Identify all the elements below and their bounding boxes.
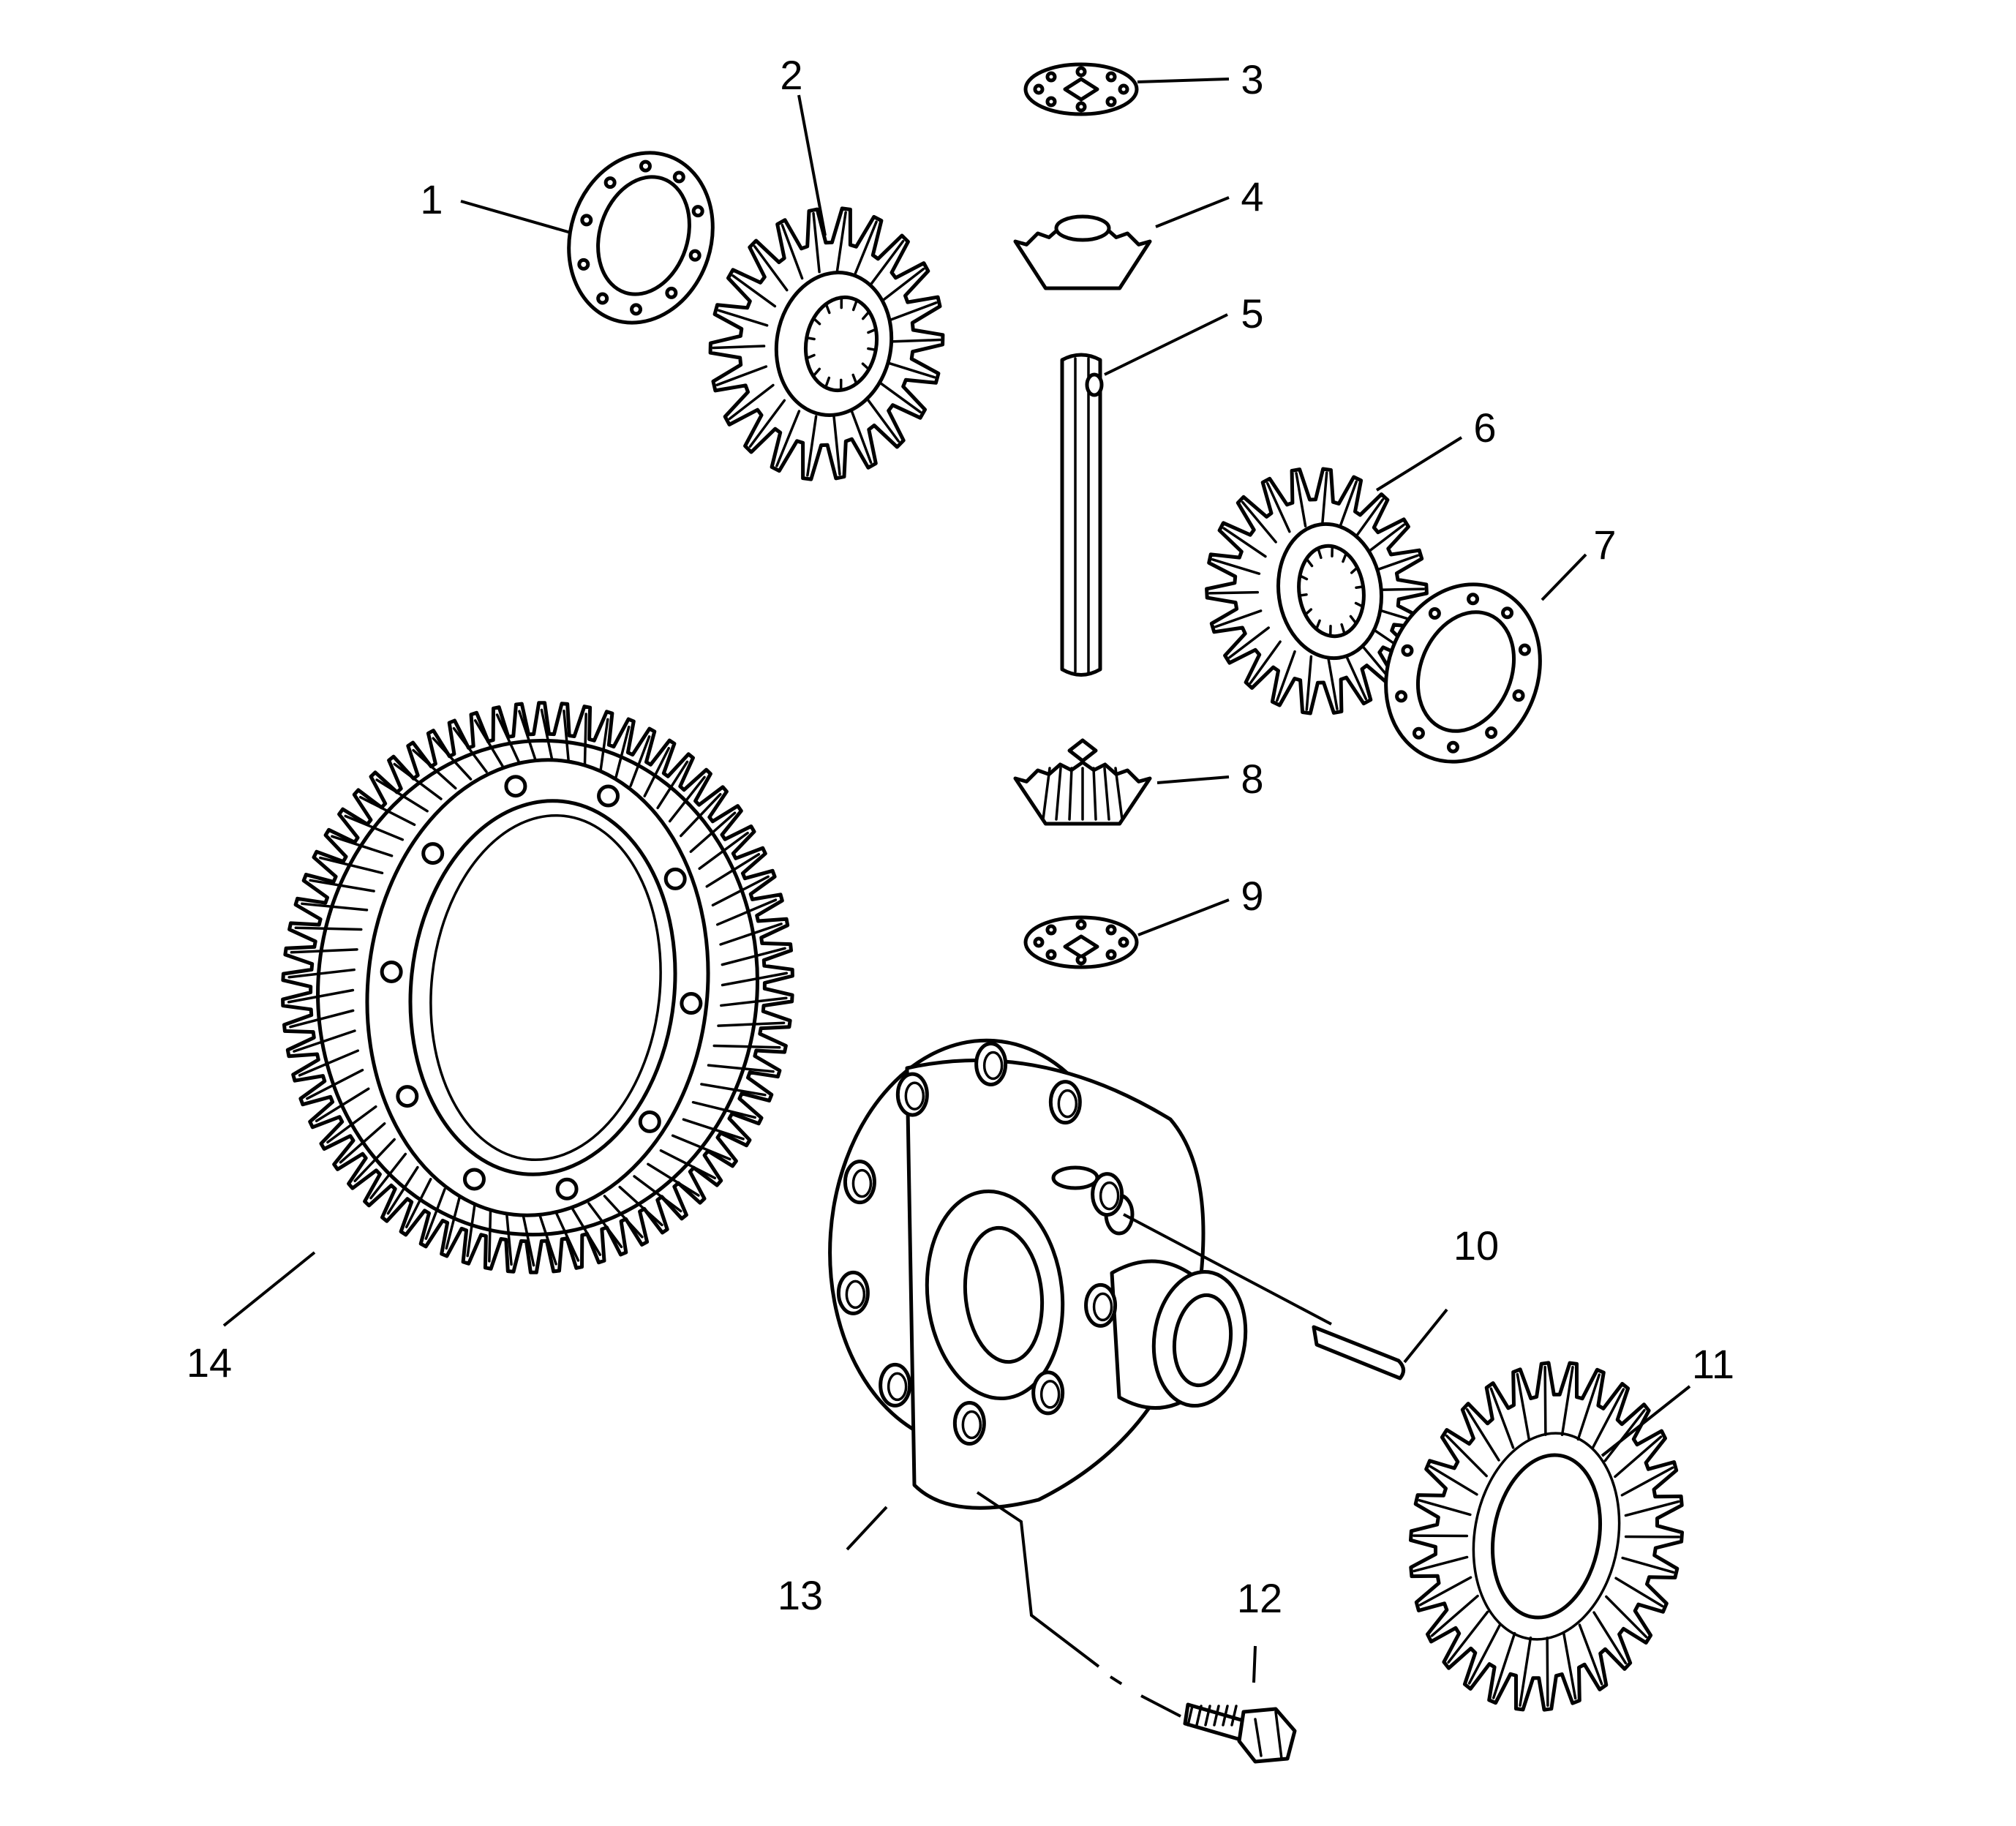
part-3-pinion-washer <box>1023 62 1139 116</box>
part-8-pinion-gear <box>1013 738 1152 826</box>
part-9-pinion-washer <box>1023 915 1139 969</box>
callout-11: 11 <box>1692 1341 1734 1387</box>
callout-13: 13 <box>778 1572 823 1618</box>
callout-4: 4 <box>1241 173 1263 219</box>
part-2-side-gear <box>708 206 945 481</box>
part-1-thrust-washer <box>567 151 715 325</box>
callout-12: 12 <box>1237 1575 1282 1621</box>
callout-14: 14 <box>187 1340 232 1386</box>
callout-labels: 1 2 3 4 5 6 7 8 9 10 11 12 13 14 <box>187 52 1734 1621</box>
part-13-differential-case <box>828 1038 1248 1510</box>
callout-5: 5 <box>1241 290 1263 337</box>
callout-3: 3 <box>1241 56 1263 102</box>
part-5-pinion-shaft <box>1060 353 1104 677</box>
part-11-drive-gear <box>1409 1361 1684 1712</box>
part-12-bolt <box>1183 1702 1297 1764</box>
callout-6: 6 <box>1473 405 1496 451</box>
callout-8: 8 <box>1241 756 1263 802</box>
callout-1: 1 <box>420 176 443 222</box>
part-14-ring-gear <box>281 701 794 1274</box>
callout-10: 10 <box>1453 1222 1499 1269</box>
part-6-side-gear <box>1205 467 1429 715</box>
callout-7: 7 <box>1593 522 1616 568</box>
part-4-pinion-gear <box>1013 214 1152 290</box>
part-7-thrust-washer <box>1384 582 1542 764</box>
callout-9: 9 <box>1241 873 1263 919</box>
callout-2: 2 <box>780 52 802 98</box>
leader-lines <box>222 78 1691 1718</box>
part-10-lock-pin <box>1312 1325 1405 1380</box>
